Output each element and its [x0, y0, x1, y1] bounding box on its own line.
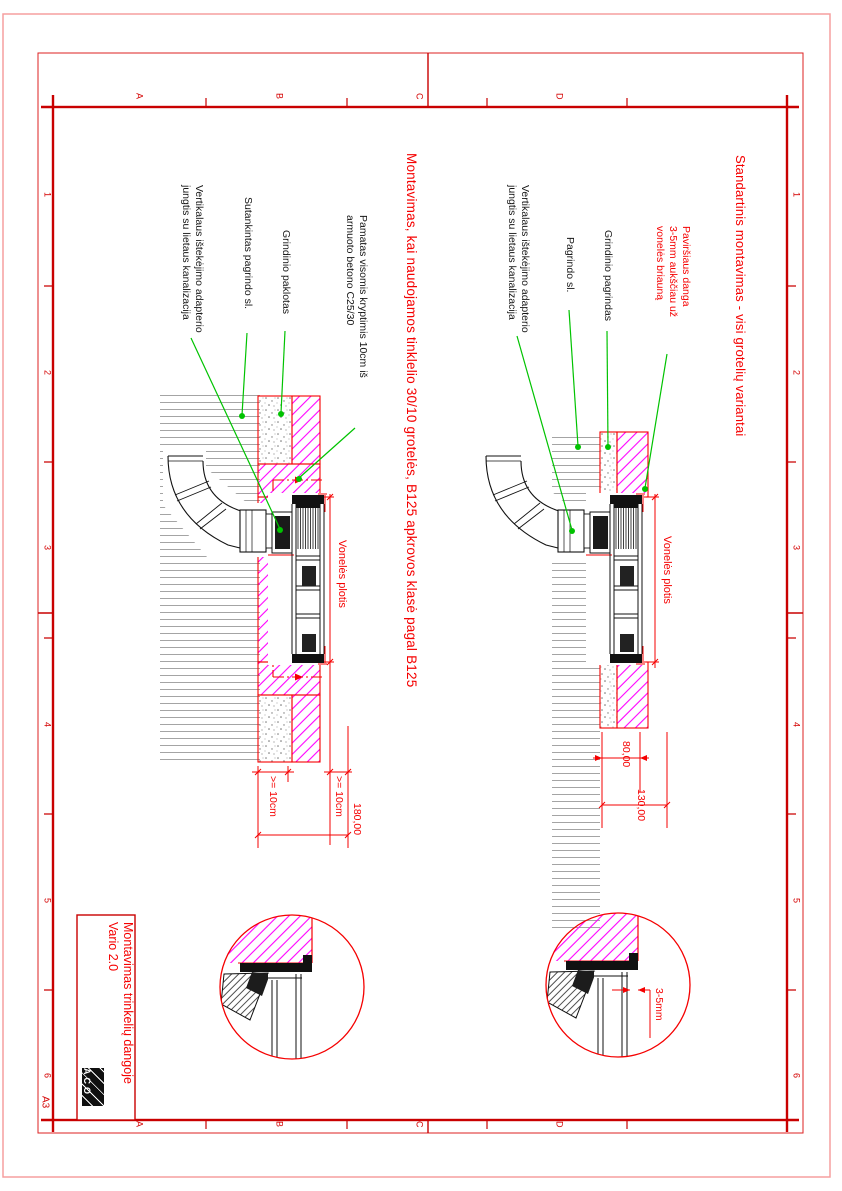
label-foundation: Pamatas visomis kryptimis 10cm iš armuot…: [343, 215, 369, 378]
dim-channel-width-left: Vonelės plotis: [336, 540, 348, 608]
zone-number-left-4: 4: [42, 722, 53, 728]
left-drawing: [160, 392, 352, 848]
label-compacted-base: Sutankintas pagrindo sl.: [242, 197, 254, 310]
zone-letter-bottom-c: C: [414, 1121, 425, 1128]
zone-number-right-2: 2: [791, 370, 802, 376]
dim-min-side: >= 10cm: [267, 776, 279, 817]
detail-circle-left: [219, 914, 365, 1060]
zone-letter-top-d: D: [554, 93, 565, 100]
leader-lines: [190, 309, 668, 531]
dim-channel-width-right: Vonelės plotis: [661, 536, 673, 604]
title-block-title: Montavimas trinkelių dangoje: [121, 922, 135, 1084]
label-outlet-adapter-left: Vertikalaus ištekėjimo adapterio jungtis…: [179, 185, 205, 333]
leader-dots: [239, 411, 648, 534]
right-drawing: [480, 431, 671, 932]
sheet-borders: [2, 13, 831, 1178]
zone-number-right-6: 6: [791, 1073, 802, 1079]
zone-number-right-1: 1: [791, 192, 802, 198]
zone-number-left-1: 1: [42, 192, 53, 198]
zone-number-left-2: 2: [42, 370, 53, 376]
zone-number-right-5: 5: [791, 898, 802, 904]
dim-total-depth: 130,00: [635, 789, 647, 822]
zone-number-right-3: 3: [791, 545, 802, 551]
label-outlet-adapter-right: Vertikalaus ištekėjimo adapterio jungtis…: [505, 185, 531, 333]
title-mesh-grate: Montavimas, kai naudojamos tinklelio 30/…: [404, 153, 419, 688]
title-block-product: Vario 2.0: [106, 922, 120, 972]
zone-letter-top-b: B: [274, 93, 285, 100]
zone-number-left-6: 6: [42, 1073, 53, 1079]
zone-number-left-5: 5: [42, 898, 53, 904]
zone-letter-bottom-a: A: [134, 1121, 145, 1128]
detail-circle-right: [545, 912, 691, 1058]
label-surface-note: Paviršiaus danga 3-5mm aukščiau už vonel…: [653, 226, 692, 318]
label-base-layer: Pagrindo sl.: [564, 237, 576, 293]
zone-letter-bottom-d: D: [554, 1121, 565, 1128]
label-paving-bedding: Grindinio paklotas: [280, 230, 292, 315]
dim-min-bottom: >= 10cm: [333, 776, 345, 817]
zone-letter-bottom-b: B: [274, 1121, 285, 1128]
zone-letter-top-c: C: [414, 93, 425, 100]
aco-logo-text: ACO: [82, 1068, 92, 1097]
dim-total-left: 180,00: [351, 803, 363, 836]
zone-letter-top-a: A: [134, 93, 145, 100]
sheet-format-label: A3: [39, 1096, 51, 1109]
zone-number-right-4: 4: [791, 722, 802, 728]
dim-paver-depth: 80,00: [620, 741, 632, 768]
label-paving-base: Grindinio pagrindas: [602, 230, 614, 322]
dim-detail-gap: 3-5mm: [653, 988, 665, 1021]
title-standard: Standartinis montavimas - visi grotelių …: [733, 155, 748, 437]
zone-number-left-3: 3: [42, 545, 53, 551]
aco-logo: ACO: [82, 1068, 104, 1106]
